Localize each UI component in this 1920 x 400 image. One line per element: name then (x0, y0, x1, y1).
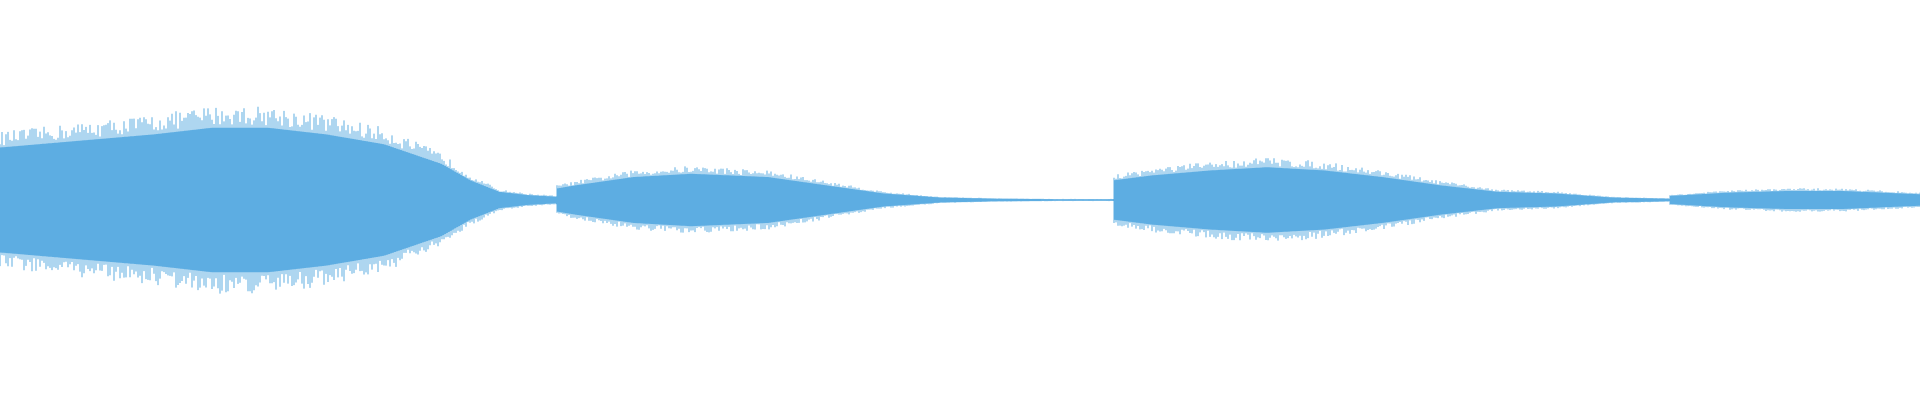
waveform-clip-3[interactable] (1113, 158, 1671, 241)
waveform-peaks (1113, 158, 1671, 241)
waveform-peaks (0, 106, 557, 294)
waveform-clip-2[interactable] (556, 166, 1114, 233)
waveform-peaks (1669, 188, 1920, 212)
waveform-clip-4[interactable] (1669, 188, 1920, 212)
waveform-peaks (556, 166, 1114, 233)
waveform-clip-1[interactable] (0, 106, 557, 294)
